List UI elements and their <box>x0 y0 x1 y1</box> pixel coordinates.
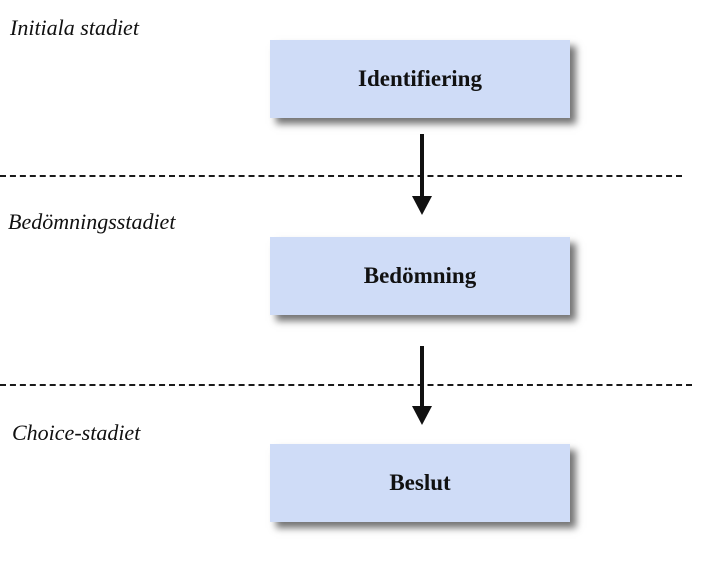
process-box-label: Bedömning <box>363 263 477 288</box>
process-box-label: Identifiering <box>358 66 482 91</box>
stage-divider-2 <box>0 384 692 386</box>
stage-divider-1 <box>0 175 682 177</box>
arrow-down-1 <box>412 134 432 215</box>
stage-label-initial: Initiala stadiet <box>10 15 139 40</box>
process-box-bedomning: Bedömning <box>270 237 570 315</box>
stage-label-choice: Choice-stadiet <box>12 420 141 445</box>
process-box-label: Beslut <box>389 470 451 495</box>
arrow-down-2 <box>412 346 432 425</box>
process-box-identifiering: Identifiering <box>270 40 570 118</box>
process-box-beslut: Beslut <box>270 444 570 522</box>
stage-label-assessment: Bedömningsstadiet <box>8 209 176 234</box>
